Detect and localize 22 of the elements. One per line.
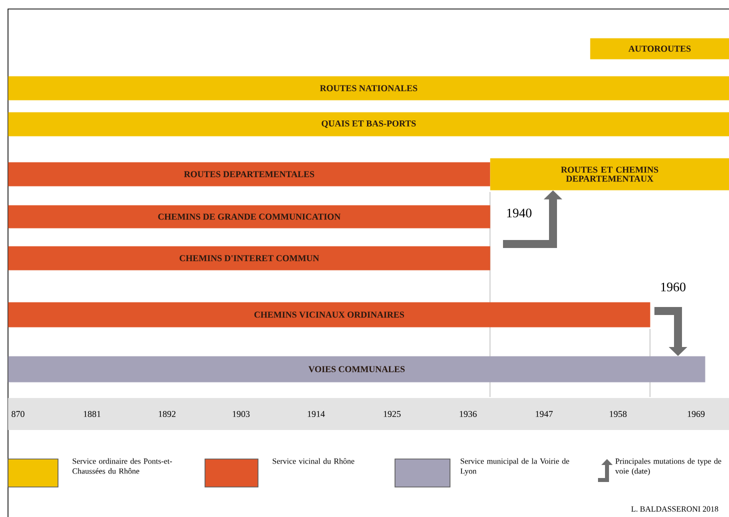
timeline-bar: ROUTES ET CHEMINS DEPARTEMENTAUX: [490, 158, 729, 190]
tick-label: 1969: [688, 410, 705, 417]
tick-label: 870: [12, 410, 24, 418]
timeline-bar: QUAIS ET BAS-PORTS: [8, 112, 729, 136]
tick-label: 1892: [158, 410, 176, 418]
tick-label: 1903: [232, 410, 250, 418]
tick-label: 1925: [384, 410, 401, 417]
timeline-bar: CHEMINS DE GRANDE COMMUNICATION: [8, 205, 490, 228]
arrow: [654, 307, 688, 356]
date-label: 1960: [661, 282, 686, 292]
tick-label: 1936: [460, 410, 477, 417]
date-label: 1940: [507, 208, 532, 218]
timeline-bar: AUTOROUTES: [590, 38, 729, 60]
timeline-bar: CHEMINS VICINAUX ORDINAIRES: [8, 302, 650, 328]
tick-label: 1958: [610, 410, 627, 418]
timeline-bar: ROUTES DEPARTEMENTALES: [8, 162, 490, 186]
tick-label: 1947: [536, 410, 553, 417]
tick-label: 1914: [308, 410, 325, 417]
timeline-bar: VOIES COMMUNALES: [8, 356, 706, 382]
timeline-bar: CHEMINS D'INTERET COMMUN: [8, 246, 490, 270]
timeline-bar: ROUTES NATIONALES: [8, 76, 729, 100]
tick-label: 1881: [84, 410, 100, 418]
